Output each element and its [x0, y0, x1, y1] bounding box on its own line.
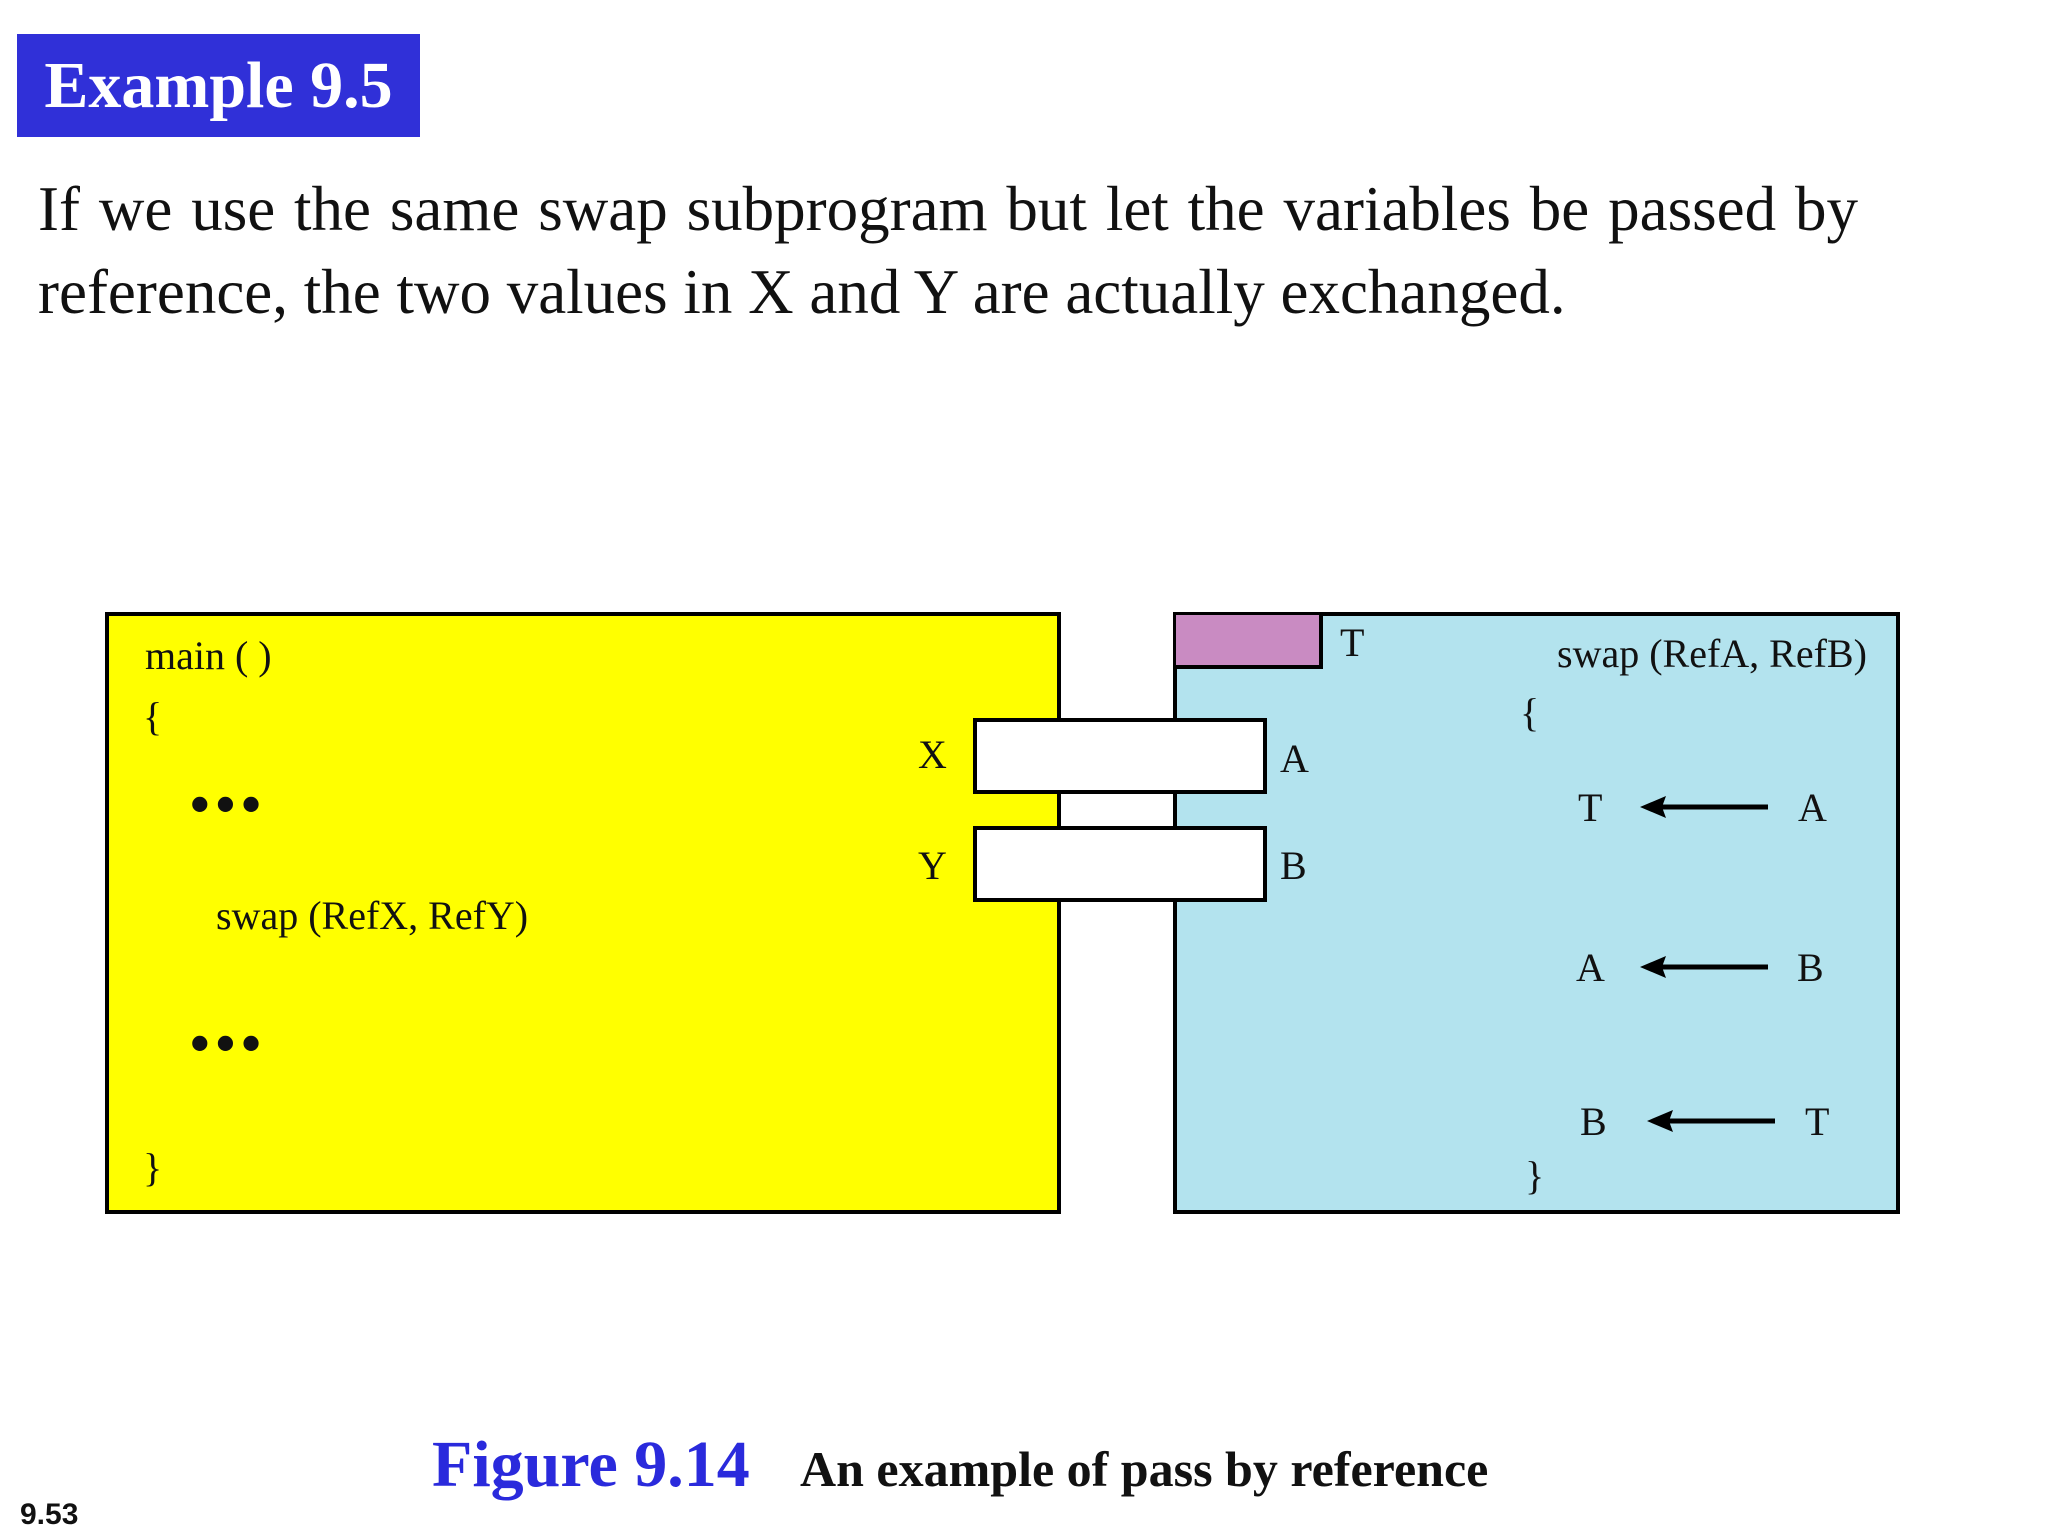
figure-caption: An example of pass by reference — [800, 1441, 1489, 1497]
main-open-brace: { — [143, 694, 163, 739]
stmt1-target: T — [1578, 785, 1603, 830]
slide-paragraph: If we use the same swap subprogram but l… — [38, 174, 1858, 327]
main-ellipsis-bottom: ••• — [190, 1013, 267, 1075]
swap-open-brace: { — [1520, 690, 1540, 735]
main-swap-call: swap (RefX, RefY) — [216, 893, 529, 938]
stmt3-target: B — [1580, 1099, 1607, 1144]
main-ellipsis-top: ••• — [190, 774, 267, 836]
memory-cell-y — [973, 826, 1267, 902]
a-label: A — [1280, 736, 1309, 781]
stmt1-arrow-icon — [1640, 796, 1768, 818]
slide-title: Example 9.5 — [17, 34, 420, 137]
stmt3-arrow-icon — [1647, 1110, 1775, 1132]
y-label: Y — [918, 843, 947, 888]
temp-variable-slot — [1176, 615, 1323, 669]
stmt2-arrow-icon — [1640, 956, 1768, 978]
swap-header: swap (RefA, RefB) — [1557, 631, 1867, 676]
temp-label: T — [1340, 620, 1365, 665]
stmt3-source: T — [1805, 1099, 1830, 1144]
stmt2-source: B — [1797, 945, 1824, 990]
main-program-box — [105, 612, 1061, 1214]
stmt2-target: A — [1576, 945, 1605, 990]
stmt1-source: A — [1798, 785, 1827, 830]
x-label: X — [918, 732, 947, 777]
swap-program-box — [1173, 612, 1900, 1214]
swap-close-brace: } — [1525, 1153, 1545, 1198]
figure-number: Figure 9.14 — [432, 1428, 750, 1501]
main-close-brace: } — [143, 1145, 163, 1190]
memory-cell-x — [973, 718, 1267, 794]
page-number: 9.53 — [20, 1498, 79, 1531]
main-header: main ( ) — [145, 633, 272, 678]
b-label: B — [1280, 843, 1307, 888]
